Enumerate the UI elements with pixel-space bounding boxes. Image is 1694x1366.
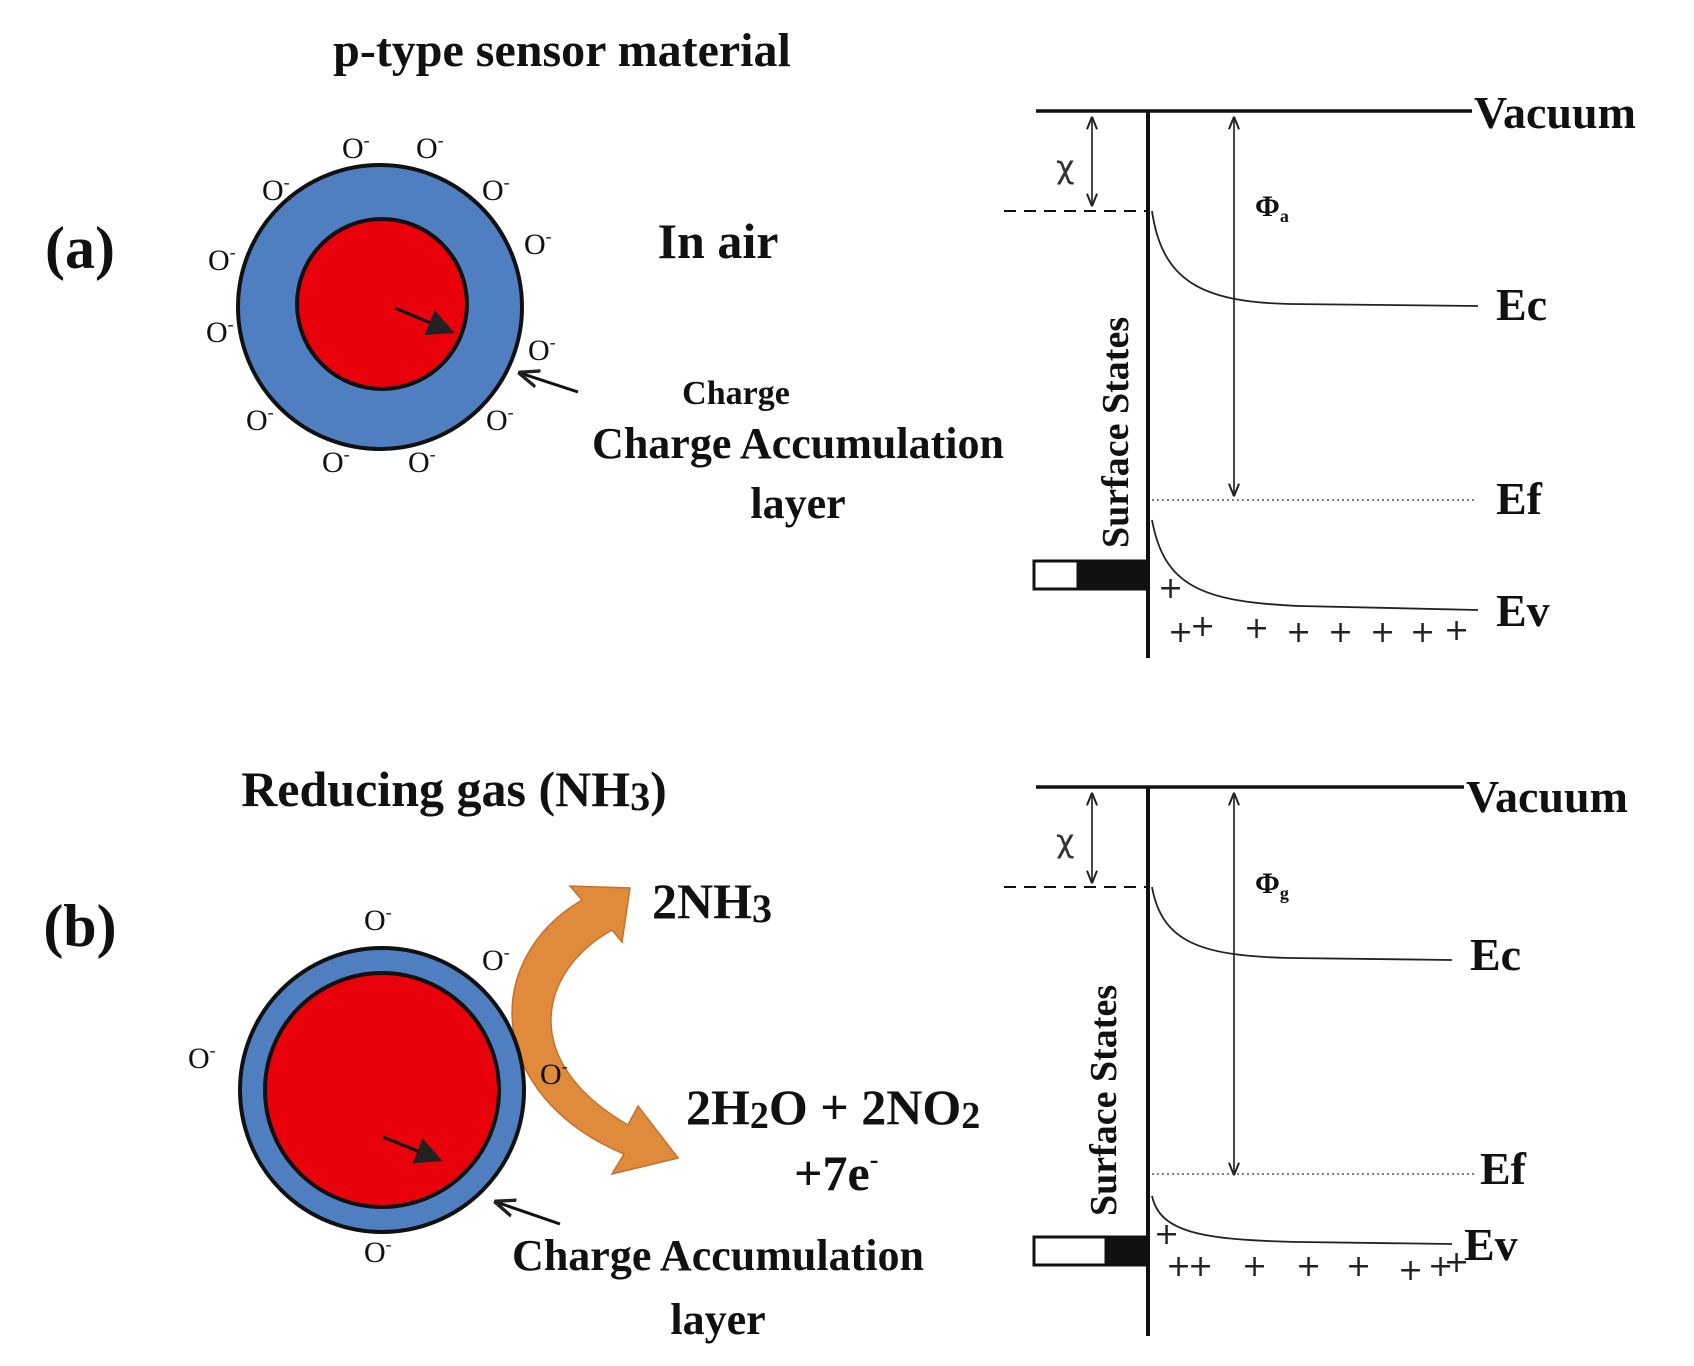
gas-reaction-arrow: [511, 885, 680, 1176]
holes-b: +++++++++: [1154, 1217, 1469, 1288]
reactant-label: 2NH3: [652, 873, 772, 931]
grain-core-b: [263, 971, 501, 1209]
panel-b-label: (b): [43, 893, 116, 959]
surface-state-empty-b: [1032, 1235, 1108, 1267]
hole-a-4: +: [1286, 615, 1311, 650]
oxygen-ion-a-11: O-: [408, 444, 436, 479]
chi-label-a: χ: [1056, 148, 1074, 186]
depletion-arrow-b: [382, 1135, 443, 1164]
ef-label-a: Ef: [1496, 473, 1543, 524]
hole-b-0: +: [1154, 1217, 1179, 1252]
hole-a-1: +: [1168, 615, 1193, 650]
band-diagram-b: Vacuum χ Φg Ec Ef Ev Surface States ++++…: [1004, 771, 1628, 1336]
ev-curve-b: [1151, 1195, 1453, 1245]
oxygen-ion-b-0: O-: [364, 902, 392, 937]
hole-b-4: +: [1296, 1249, 1321, 1284]
hole-b-8: +: [1444, 1245, 1469, 1280]
oxygen-ion-a-9: O-: [486, 402, 514, 437]
panel-a: p-type sensor material (a) In air O-O-O-…: [45, 24, 1636, 658]
depletion-arrow-a: [394, 306, 455, 336]
panel-a-title: p-type sensor material: [333, 24, 791, 77]
oxygen-ion-b-1: O-: [482, 942, 510, 977]
hole-a-6: +: [1370, 615, 1395, 650]
hole-b-6: +: [1398, 1253, 1423, 1288]
ev-curve-a: [1151, 519, 1479, 611]
oxygen-ion-a-5: O-: [524, 226, 552, 261]
ev-label-a: Ev: [1496, 585, 1550, 636]
hole-a-3: +: [1244, 611, 1269, 646]
phi-label-b: Φg: [1255, 867, 1289, 903]
hole-b-7: +: [1428, 1249, 1453, 1284]
hole-a-8: +: [1444, 613, 1469, 648]
ec-label-b: Ec: [1470, 929, 1521, 980]
oxygen-ion-a-10: O-: [322, 444, 350, 479]
oxygen-ion-a-0: O-: [342, 130, 370, 165]
accumulation-pointer-b: [496, 1202, 561, 1226]
surface-state-empty-a: [1032, 559, 1080, 591]
surface-state-filled-a: [1076, 559, 1150, 591]
oxygen-ion-a-6: O-: [206, 314, 234, 349]
products-line-2: +7e-: [794, 1145, 878, 1201]
surface-states-label-a: Surface States: [1095, 317, 1137, 548]
hole-a-7: +: [1410, 615, 1435, 650]
surface-state-filled-b: [1104, 1235, 1150, 1267]
oxygen-ion-a-7: O-: [528, 332, 556, 367]
hole-b-2: +: [1188, 1249, 1213, 1284]
phi-label-a: Φa: [1255, 190, 1289, 226]
ec-curve-a: [1151, 210, 1479, 307]
chi-label-b: χ: [1056, 822, 1074, 860]
panel-a-condition: In air: [658, 213, 779, 269]
oxygen-ion-b-2: O-: [188, 1040, 216, 1075]
oxygen-ion-a-1: O-: [416, 130, 444, 165]
panel-b-title: Reducing gas (NH3): [241, 761, 667, 819]
layer-label-a-line2: layer: [750, 479, 845, 528]
oxygen-ions-b: O- O- O- O- O-: [188, 902, 568, 1269]
oxygen-ion-a-4: O-: [208, 242, 236, 277]
oxygen-ion-a-2: O-: [262, 172, 290, 207]
oxygen-ion-b-3: O-: [540, 1056, 568, 1091]
panel-a-label: (a): [45, 215, 115, 281]
oxygen-ion-a-3: O-: [482, 172, 510, 207]
layer-label-small-a: Charge: [682, 375, 790, 412]
oxygen-ion-a-8: O-: [246, 402, 274, 437]
ec-label-a: Ec: [1496, 279, 1547, 330]
hole-a-2: +: [1190, 609, 1215, 644]
surface-states-label-b: Surface States: [1083, 985, 1125, 1216]
vacuum-label-b: Vacuum: [1466, 771, 1628, 822]
products-line-1: 2H2O + 2NO2: [686, 1079, 980, 1137]
hole-b-1: +: [1166, 1249, 1191, 1284]
oxygen-ion-b-4: O-: [364, 1234, 392, 1269]
accumulation-pointer-a: [520, 373, 579, 394]
panel-b: Reducing gas (NH3) (b) O- O- O- O- O- Charge…: [43, 761, 1628, 1344]
oxygen-ions-a: O- O- O- O- O- O- O- O- O- O- O- O-: [206, 130, 556, 479]
vacuum-label-a: Vacuum: [1474, 87, 1636, 138]
layer-label-a-line1: Charge Accumulation: [592, 419, 1004, 468]
band-diagram-a: Vacuum χ Φa Ec Ef Ev Surface States ++++…: [1004, 87, 1636, 658]
ev-label-b: Ev: [1464, 1219, 1518, 1270]
hole-b-5: +: [1346, 1249, 1371, 1284]
grain-core-a: [295, 217, 469, 391]
hole-b-3: +: [1242, 1249, 1267, 1284]
ec-curve-b: [1151, 886, 1453, 961]
ef-label-b: Ef: [1480, 1143, 1527, 1194]
hole-a-5: +: [1328, 615, 1353, 650]
hole-a-0: +: [1158, 571, 1183, 606]
layer-label-b-line1: Charge Accumulation: [512, 1231, 924, 1280]
layer-label-b-line2: layer: [670, 1295, 765, 1344]
holes-a: +++++++++: [1158, 571, 1469, 650]
